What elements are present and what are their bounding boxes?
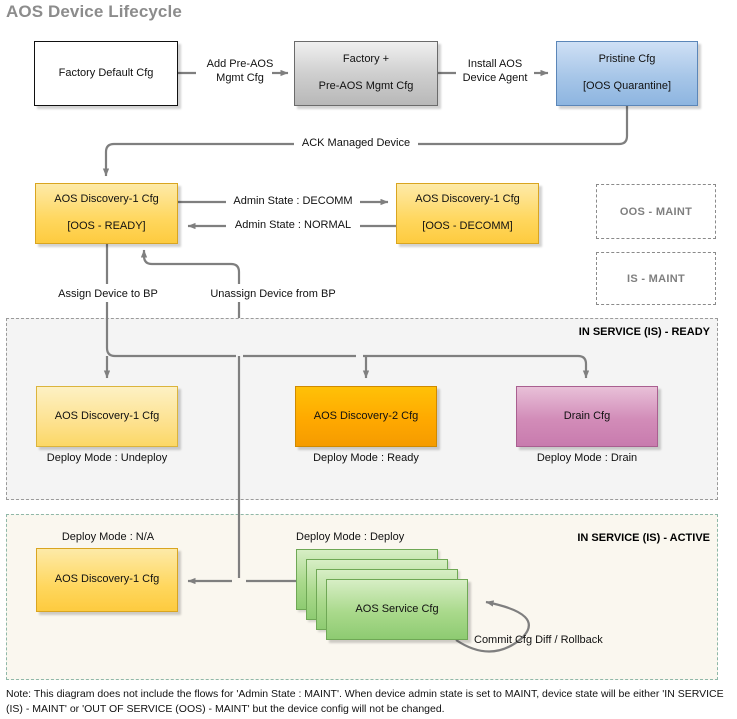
node-oos-ready-line2: [OOS - READY]: [67, 220, 146, 233]
edge-label-assign-device-to-bp: Assign Device to BP: [38, 288, 178, 302]
edge-install-agent-line2: Device Agent: [462, 71, 528, 84]
edge-label-unassign-device-from-bp: Unassign Device from BP: [193, 288, 353, 302]
node-ready-ready[interactable]: AOS Discovery-2 Cfg: [295, 386, 437, 447]
node-factory-pre-aos-mgmt-cfg[interactable]: Factory + Pre-AOS Mgmt Cfg: [294, 41, 438, 106]
node-is-maint-label: IS - MAINT: [627, 272, 685, 285]
node-pristine-cfg[interactable]: Pristine Cfg [OOS Quarantine]: [556, 41, 698, 106]
node-oos-maint-label: OOS - MAINT: [619, 205, 693, 218]
edge-label-install-aos-device-agent: Install AOS Device Agent: [452, 58, 538, 86]
node-oos-decomm-label: AOS Discovery-1 Cfg [OOS - DECOMM]: [415, 193, 520, 234]
node-oos-maint[interactable]: OOS - MAINT: [596, 184, 716, 239]
node-factory-pre-aos-line1: Factory +: [342, 52, 390, 65]
edge-label-add-pre-aos: Add Pre-AOS Mgmt Cfg: [194, 58, 286, 86]
edge-install-agent-line1: Install AOS: [467, 58, 523, 70]
node-factory-pre-aos-mgmt-cfg-label: Factory + Pre-AOS Mgmt Cfg: [319, 53, 414, 94]
node-oos-decomm[interactable]: AOS Discovery-1 Cfg [OOS - DECOMM]: [396, 183, 539, 244]
caption-active-na: Deploy Mode : N/A: [61, 531, 155, 543]
node-oos-ready-line1: AOS Discovery-1 Cfg: [54, 192, 159, 205]
node-ready-drain[interactable]: Drain Cfg: [516, 386, 658, 447]
edge-label-admin-state-normal: Admin State : NORMAL: [226, 219, 360, 233]
caption-ready-ready: Deploy Mode : Ready: [313, 452, 419, 464]
node-is-maint[interactable]: IS - MAINT: [596, 252, 716, 305]
footer-note: Note: This diagram does not include the …: [6, 688, 724, 716]
node-ready-ready-label: AOS Discovery-2 Cfg: [313, 409, 419, 422]
node-pristine-line1: Pristine Cfg: [598, 52, 656, 65]
node-active-discovery1[interactable]: AOS Discovery-1 Cfg: [36, 548, 178, 612]
edge-add-pre-aos-line1: Add Pre-AOS: [206, 58, 274, 70]
wire-ack-right: [416, 106, 629, 146]
page-title: AOS Device Lifecycle: [6, 2, 182, 21]
node-factory-default-cfg[interactable]: Factory Default Cfg: [34, 41, 178, 106]
node-pristine-cfg-label: Pristine Cfg [OOS Quarantine]: [583, 53, 671, 94]
region-in-service-active-label: IN SERVICE (IS) - ACTIVE: [577, 532, 710, 544]
node-ready-drain-label: Drain Cfg: [563, 409, 611, 422]
node-active-service-cfg-label: AOS Service Cfg: [355, 602, 439, 615]
wire-ack-to-oos-ready: [102, 142, 296, 177]
node-oos-ready[interactable]: AOS Discovery-1 Cfg [OOS - READY]: [35, 183, 178, 244]
edge-label-ack-managed-device: ACK Managed Device: [294, 137, 418, 151]
node-active-discovery1-label: AOS Discovery-1 Cfg: [54, 573, 160, 586]
region-in-service-ready-label: IN SERVICE (IS) - READY: [578, 326, 710, 338]
edge-label-commit-cfg-diff-rollback: Commit Cfg Diff / Rollback: [474, 634, 603, 646]
edge-add-pre-aos-line2: Mgmt Cfg: [216, 71, 264, 84]
caption-active-service: Deploy Mode : Deploy: [296, 531, 405, 543]
node-factory-pre-aos-line2: Pre-AOS Mgmt Cfg: [318, 80, 414, 93]
edge-label-admin-state-decomm: Admin State : DECOMM: [226, 195, 360, 209]
caption-ready-undeploy: Deploy Mode : Undeploy: [46, 452, 168, 464]
node-pristine-line2: [OOS Quarantine]: [582, 80, 672, 93]
wire-unassign-to-oos-ready: [140, 249, 241, 284]
node-oos-decomm-line1: AOS Discovery-1 Cfg: [415, 192, 520, 205]
node-oos-decomm-line2: [OOS - DECOMM]: [422, 220, 513, 233]
node-ready-undeploy-label: AOS Discovery-1 Cfg: [54, 409, 160, 422]
node-ready-undeploy[interactable]: AOS Discovery-1 Cfg: [36, 386, 178, 447]
node-oos-ready-label: AOS Discovery-1 Cfg [OOS - READY]: [54, 193, 159, 234]
caption-ready-drain: Deploy Mode : Drain: [536, 452, 638, 464]
node-active-service-cfg[interactable]: AOS Service Cfg: [326, 579, 468, 640]
node-factory-default-cfg-label: Factory Default Cfg: [58, 66, 154, 79]
